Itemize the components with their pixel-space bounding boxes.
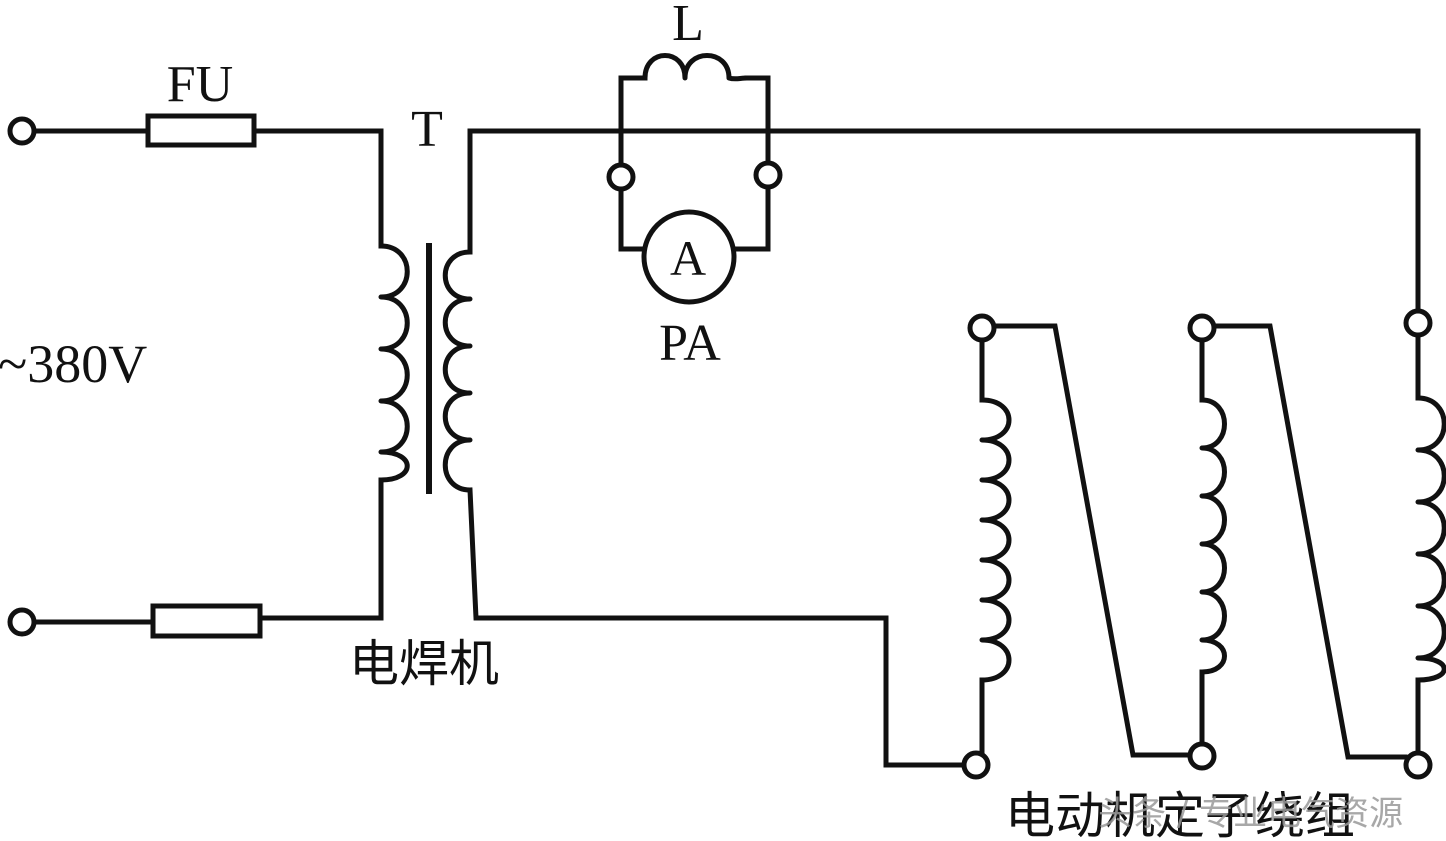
stator-terminal-1-bottom: [961, 750, 991, 780]
inductor-coil: [642, 53, 750, 82]
secondary-wiring: [467, 128, 1421, 768]
ammeter-name-label: PA: [659, 315, 721, 372]
supply-voltage-label: ~380V: [0, 334, 147, 394]
series-link-1: [992, 323, 1193, 758]
stator-windings: [979, 323, 1446, 760]
fuse-label: FU: [167, 56, 233, 113]
fuse-bottom: [150, 603, 263, 639]
stator-terminal-3-top: [1403, 308, 1433, 338]
transformer-primary-coil: [378, 243, 410, 483]
transformer-label: T: [411, 101, 443, 158]
supply-terminal-bottom: [7, 607, 37, 637]
supply-terminal-top: [7, 116, 37, 146]
inductor-label: L: [672, 0, 704, 52]
stator-coil-1: [979, 397, 1012, 683]
welder-label: 电焊机: [349, 635, 499, 693]
ammeter-terminal-left: [606, 162, 636, 192]
series-link-2: [1212, 323, 1408, 760]
inductor-ammeter-branch: [618, 53, 771, 252]
stator-terminal-2-bottom: [1187, 741, 1217, 771]
fuse-top: [145, 113, 257, 148]
primary-wiring: [32, 128, 384, 625]
ammeter-symbol-label: A: [670, 230, 706, 286]
stator-terminal-2-top: [1187, 313, 1217, 343]
stator-winding-label: 电动机定子绕组: [1005, 787, 1355, 841]
stator-coil-3: [1415, 395, 1446, 683]
ammeter-terminal-right: [753, 160, 783, 190]
transformer-secondary-coil: [442, 249, 473, 493]
watermark-text: 头条 / 专业电气资源: [1098, 794, 1403, 834]
stator-terminal-3-bottom: [1403, 750, 1433, 780]
transformer: [378, 243, 473, 494]
stator-coil-2: [1199, 397, 1227, 675]
stator-terminal-1-top: [967, 313, 997, 343]
ammeter-symbol: [641, 209, 737, 305]
